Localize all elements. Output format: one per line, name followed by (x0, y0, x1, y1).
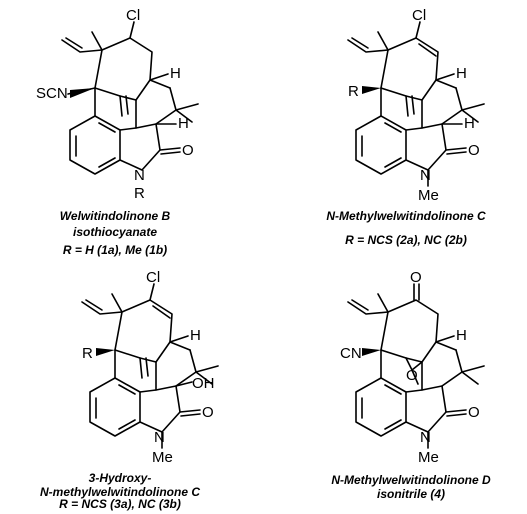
compound-3-oh-label: OH (192, 375, 215, 392)
compound-1: Cl SCN H H N O R Welwitindolinone B isot… (36, 7, 199, 257)
compound-3-h-label: H (190, 327, 201, 344)
compound-3-substituent-label: R (82, 345, 93, 362)
compound-1-bonds (61, 21, 199, 175)
compound-3-caption-line-3: R = NCS (3a), NC (3b) (59, 497, 181, 511)
compound-4-ketone-o-label: O (410, 269, 422, 286)
compound-1-h2-label: H (178, 115, 189, 132)
compound-1-caption-line-1: Welwitindolinone B (60, 209, 171, 223)
compound-3-atoms: Cl R H OH N O Me (82, 269, 215, 466)
compound-2-caption-line-2: R = NCS (2a), NC (2b) (345, 233, 467, 247)
compound-1-r-label: R (134, 185, 145, 202)
compound-1-substituent-label: SCN (36, 85, 68, 102)
compound-1-caption-line-2: isothiocyanate (73, 225, 157, 239)
compound-3-lactam-o-label: O (202, 404, 214, 421)
compound-2: Cl R H H N O Me N-Methylwelwitindolinone… (326, 7, 486, 247)
compound-3: Cl R H OH N O Me 3-Hydroxy- N-methylwelw… (40, 269, 219, 511)
compound-1-h-label: H (170, 65, 181, 82)
compound-4-epoxide-o-label: O (406, 367, 418, 384)
compound-2-n-label: N (420, 167, 431, 184)
compound-1-cl-label: Cl (126, 7, 140, 24)
compound-2-atoms: Cl R H H N O Me (348, 7, 480, 204)
compound-2-bonds (347, 21, 485, 187)
compound-2-caption-line-1: N-Methylwelwitindolinone C (326, 209, 486, 223)
compound-3-cl-label: Cl (146, 269, 160, 286)
compound-2-h-label: H (456, 65, 467, 82)
compound-4-caption-line-1: N-Methylwelwitindolinone D (331, 473, 491, 487)
compound-3-caption-line-2: N-methylwelwitindolinone C (40, 485, 200, 499)
compound-2-h2-label: H (464, 115, 475, 132)
compound-4-r-label: Me (418, 449, 439, 466)
compound-1-caption-line-3: R = H (1a), Me (1b) (63, 243, 167, 257)
compound-3-r-label: Me (152, 449, 173, 466)
compound-2-r-label: Me (418, 187, 439, 204)
compound-4-atoms: O CN H O N O Me (340, 269, 480, 466)
compound-4: O CN H O N O Me N-Methylwelwitindolinone… (331, 269, 491, 501)
compound-3-bonds (81, 283, 219, 449)
compound-1-lactam-o-label: O (182, 142, 194, 159)
compound-4-lactam-o-label: O (468, 404, 480, 421)
compound-4-bonds (347, 283, 485, 449)
compound-4-substituent-label: CN (340, 345, 362, 362)
compound-3-caption-line-1: 3-Hydroxy- (89, 471, 152, 485)
compound-2-lactam-o-label: O (468, 142, 480, 159)
compound-4-h-label: H (456, 327, 467, 344)
compound-2-cl-label: Cl (412, 7, 426, 24)
compound-1-n-label: N (134, 167, 145, 184)
compound-1-atoms: Cl SCN H H N O R (36, 7, 194, 202)
compound-4-caption-line-2: isonitrile (4) (377, 487, 445, 501)
compound-4-n-label: N (420, 429, 431, 446)
compound-2-substituent-label: R (348, 83, 359, 100)
compound-3-n-label: N (154, 429, 165, 446)
